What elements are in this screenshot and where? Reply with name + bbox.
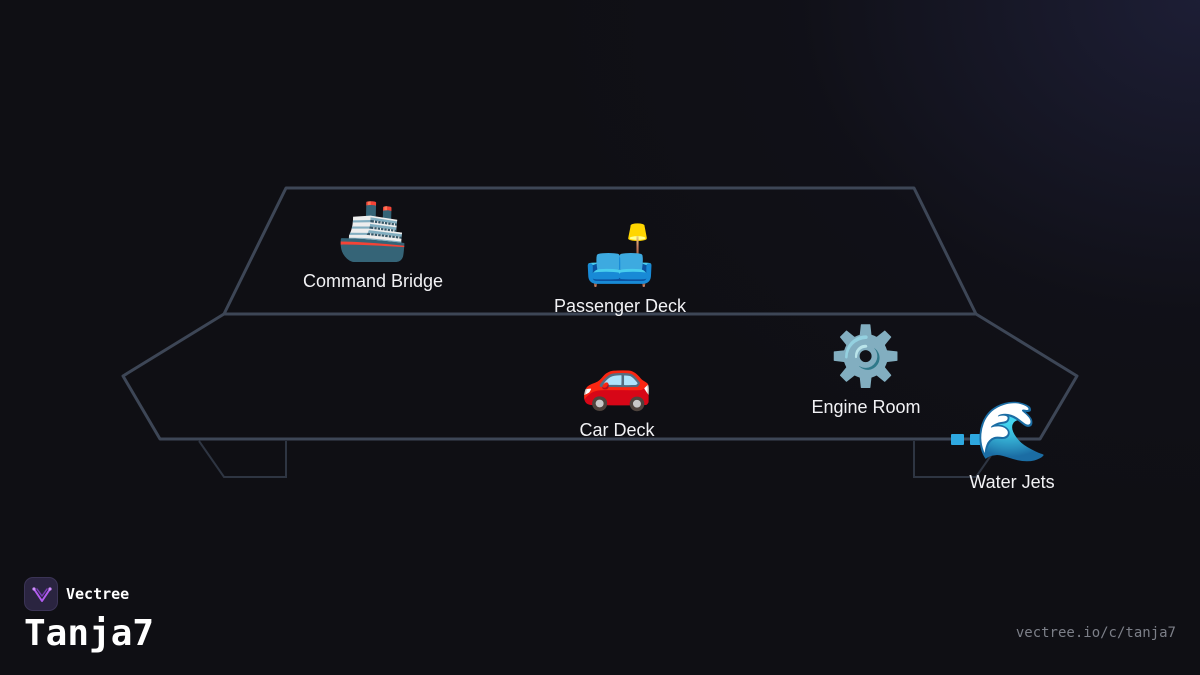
node-command-bridge[interactable]: 🚢 Command Bridge	[303, 198, 443, 292]
node-label: Car Deck	[579, 420, 655, 440]
gear-icon: ⚙️	[829, 324, 903, 389]
vectree-logo-icon[interactable]	[24, 577, 58, 611]
water-jet-nozzle	[951, 434, 964, 445]
creator-name: Tanja7	[24, 613, 155, 654]
node-engine-room[interactable]: ⚙️ Engine Room	[811, 324, 920, 418]
water-wave-icon: 🌊	[975, 399, 1049, 464]
node-car-deck[interactable]: 🚗 Car Deck	[579, 347, 654, 441]
node-label: Engine Room	[811, 397, 921, 417]
node-label: Command Bridge	[302, 271, 444, 291]
node-label: Water Jets	[969, 472, 1055, 492]
car-icon: 🚗	[580, 347, 654, 412]
couch-and-lamp-icon: 🛋️	[583, 223, 657, 288]
main-hull-outline	[121, 312, 1079, 441]
water-jet-nozzle	[970, 434, 982, 445]
node-passenger-deck[interactable]: 🛋️ Passenger Deck	[554, 223, 686, 317]
brand-name: Vectree	[66, 585, 130, 603]
creator-url[interactable]: vectree.io/c/tanja7	[1015, 625, 1176, 641]
node-label: Passenger Deck	[553, 296, 687, 316]
node-water-jets[interactable]: 🌊 Water Jets	[969, 399, 1054, 493]
ship-icon: 🚢	[336, 198, 410, 263]
right-keel-outline	[913, 440, 1002, 478]
left-keel-outline	[198, 440, 287, 478]
